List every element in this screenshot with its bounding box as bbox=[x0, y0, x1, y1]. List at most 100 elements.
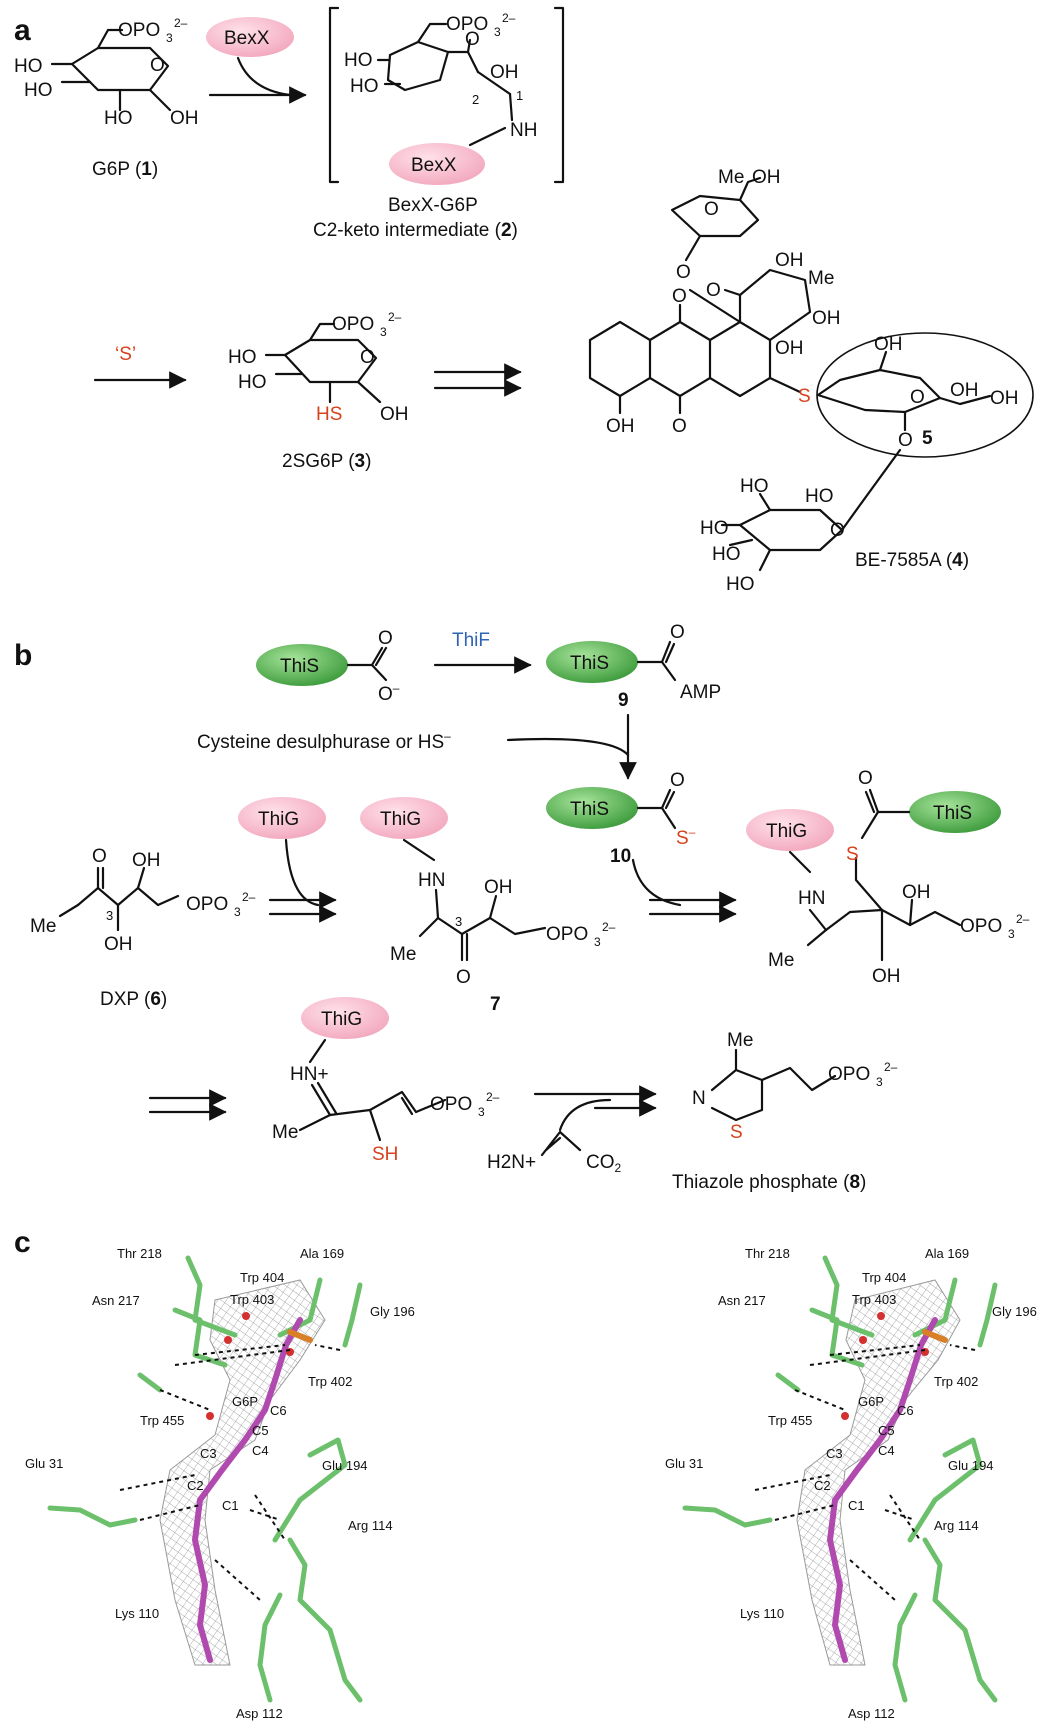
svg-text:9: 9 bbox=[618, 690, 629, 711]
svg-text:OH: OH bbox=[775, 338, 804, 359]
thiazole-label: Thiazole phosphate (8) bbox=[672, 1172, 866, 1193]
svg-text:Me: Me bbox=[727, 1030, 753, 1051]
thig-enzyme-imine bbox=[301, 997, 389, 1039]
svg-text:AMP: AMP bbox=[680, 682, 721, 703]
bexx-enzyme-intermediate bbox=[389, 143, 485, 185]
svg-text:OPO: OPO bbox=[332, 314, 374, 335]
svg-text:Me: Me bbox=[390, 944, 416, 965]
svg-text:3: 3 bbox=[380, 325, 387, 339]
svg-text:C6: C6 bbox=[270, 1403, 287, 1418]
svg-text:OPO: OPO bbox=[430, 1094, 472, 1115]
svg-text:HO: HO bbox=[228, 347, 257, 368]
svg-text:Arg 114: Arg 114 bbox=[348, 1518, 393, 1533]
svg-text:HO: HO bbox=[805, 486, 834, 507]
svg-text:OH: OH bbox=[874, 334, 903, 355]
thif-label: ThiF bbox=[452, 630, 490, 651]
svg-text:O: O bbox=[360, 347, 375, 368]
svg-text:O: O bbox=[830, 520, 845, 541]
bexx-enzyme-top bbox=[206, 17, 294, 57]
svg-text:2–: 2– bbox=[388, 310, 402, 324]
thiazole-structure: Me N S OPO 3 2– bbox=[692, 1030, 898, 1143]
this-enzyme-1 bbox=[256, 644, 348, 686]
svg-text:Gly 196: Gly 196 bbox=[992, 1304, 1037, 1319]
imine-structure: HN+ Me SH OPO 3 2– bbox=[272, 1038, 500, 1165]
svg-text:OPO: OPO bbox=[118, 20, 160, 41]
svg-text:Asn 217: Asn 217 bbox=[92, 1293, 140, 1308]
svg-text:OH: OH bbox=[950, 380, 979, 401]
compound-7-structure: HN Me 3 O OH OPO 3 2– 7 bbox=[390, 838, 616, 1015]
svg-text:Trp 402: Trp 402 bbox=[934, 1374, 978, 1389]
svg-text:ThiG: ThiG bbox=[380, 809, 421, 830]
svg-text:2–: 2– bbox=[884, 1060, 898, 1074]
svg-text:ThiS: ThiS bbox=[280, 656, 319, 677]
svg-text:7: 7 bbox=[490, 994, 501, 1015]
svg-text:Me: Me bbox=[768, 950, 794, 971]
svg-text:Arg 114: Arg 114 bbox=[934, 1518, 979, 1533]
panel-label-a: a bbox=[14, 14, 31, 47]
svg-text:HO: HO bbox=[24, 80, 53, 101]
svg-text:OH: OH bbox=[775, 250, 804, 271]
residue-labels-right: Thr 218 Ala 169 Trp 404 Trp 403 Asn 217 … bbox=[665, 1246, 1037, 1721]
svg-text:ThiS: ThiS bbox=[933, 803, 972, 824]
svg-text:Asn 217: Asn 217 bbox=[718, 1293, 766, 1308]
svg-text:2–: 2– bbox=[486, 1090, 500, 1104]
svg-text:HO: HO bbox=[14, 56, 43, 77]
cys-curve bbox=[506, 737, 630, 757]
svg-text:SH: SH bbox=[372, 1144, 398, 1165]
thig-enzyme-1 bbox=[238, 797, 326, 839]
svg-text:2–: 2– bbox=[174, 16, 188, 30]
g6p-structure: OPO 3 2– O HO HO HO OH bbox=[14, 16, 199, 129]
svg-text:OH: OH bbox=[484, 877, 513, 898]
2sg6p-label: 2SG6P (3) bbox=[282, 451, 371, 472]
svg-text:HO: HO bbox=[712, 544, 741, 565]
svg-text:Glu 31: Glu 31 bbox=[25, 1456, 63, 1471]
dxp-label: DXP (6) bbox=[100, 989, 167, 1010]
svg-text:OPO: OPO bbox=[828, 1064, 870, 1085]
svg-text:C6: C6 bbox=[897, 1403, 914, 1418]
svg-text:O: O bbox=[898, 430, 913, 451]
svg-text:Me: Me bbox=[30, 916, 56, 937]
svg-text:HO: HO bbox=[350, 76, 379, 97]
svg-text:O: O bbox=[676, 262, 691, 283]
svg-text:HO: HO bbox=[104, 108, 133, 129]
adduct-structure: O S HN Me OH OH OPO 3 2– bbox=[768, 768, 1030, 987]
svg-text:C5: C5 bbox=[878, 1423, 895, 1438]
svg-text:S: S bbox=[846, 844, 859, 865]
svg-text:Lys 110: Lys 110 bbox=[115, 1606, 159, 1621]
svg-text:2–: 2– bbox=[242, 890, 256, 904]
svg-text:3: 3 bbox=[1008, 927, 1015, 941]
svg-text:OH: OH bbox=[872, 966, 901, 987]
this-enzyme-9 bbox=[546, 641, 638, 683]
svg-text:Thr 218: Thr 218 bbox=[117, 1246, 162, 1261]
svg-text:C4: C4 bbox=[878, 1443, 895, 1458]
svg-text:OH: OH bbox=[170, 108, 199, 129]
svg-text:OH: OH bbox=[990, 388, 1019, 409]
svg-text:G6P: G6P bbox=[232, 1394, 258, 1409]
svg-text:C1: C1 bbox=[222, 1498, 239, 1513]
svg-text:G6P: G6P bbox=[858, 1394, 884, 1409]
svg-text:OPO: OPO bbox=[546, 924, 588, 945]
svg-text:C2: C2 bbox=[187, 1478, 204, 1493]
2sg6p-structure: OPO 3 2– O HO HO HS OH bbox=[228, 310, 409, 425]
svg-text:O: O bbox=[704, 199, 719, 220]
svg-text:2: 2 bbox=[472, 92, 479, 107]
this-enzyme-10 bbox=[546, 787, 638, 829]
svg-text:O: O bbox=[670, 622, 685, 643]
svg-text:C5: C5 bbox=[252, 1423, 269, 1438]
svg-text:HN+: HN+ bbox=[290, 1064, 329, 1085]
svg-text:3: 3 bbox=[876, 1075, 883, 1089]
bexx-curve bbox=[236, 56, 292, 97]
stereo-view-right bbox=[682, 1255, 998, 1703]
svg-text:N: N bbox=[692, 1088, 706, 1109]
svg-text:OH: OH bbox=[104, 934, 133, 955]
svg-text:C4: C4 bbox=[252, 1443, 269, 1458]
svg-text:2–: 2– bbox=[502, 11, 516, 25]
svg-text:S: S bbox=[798, 386, 811, 407]
svg-text:C3: C3 bbox=[200, 1446, 217, 1461]
svg-text:OPO: OPO bbox=[186, 894, 228, 915]
svg-text:OH: OH bbox=[752, 167, 781, 188]
thig-enzyme-7 bbox=[360, 797, 448, 839]
svg-text:C3: C3 bbox=[826, 1446, 843, 1461]
svg-text:Glu 31: Glu 31 bbox=[665, 1456, 703, 1471]
